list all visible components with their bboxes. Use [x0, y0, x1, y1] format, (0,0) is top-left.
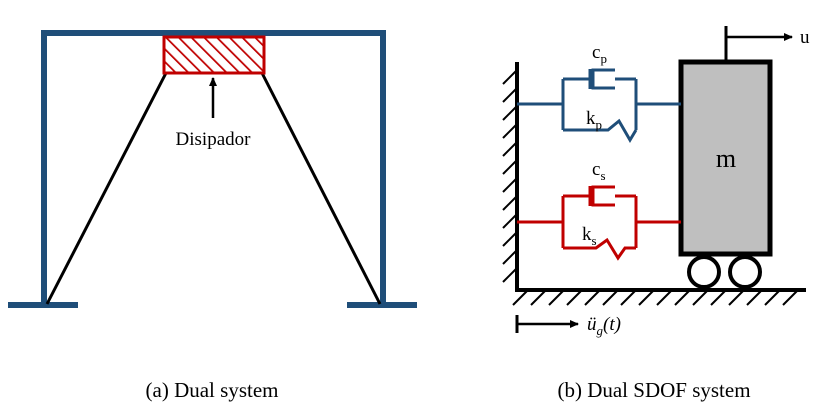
secondary-branch	[517, 185, 681, 261]
left-brace	[45, 72, 168, 305]
frame-portal	[41, 30, 386, 305]
dissipator-block	[162, 35, 266, 75]
right-wheel	[728, 255, 762, 289]
primary-branch	[517, 68, 681, 143]
ground-accel-label: üg(t)	[587, 314, 621, 338]
secondary-spring-label: ks	[582, 224, 597, 248]
right-brace	[260, 72, 382, 305]
primary-spring-label: kp	[586, 108, 602, 132]
displacement-label: u	[800, 27, 810, 48]
secondary-damper-label: cs	[592, 159, 606, 183]
primary-damper-label: cp	[592, 42, 607, 66]
mass-label: m	[716, 144, 736, 173]
dissipator-label: Disipador	[176, 129, 252, 150]
fixed-wall	[502, 62, 519, 292]
panel-b-caption: (b) Dual SDOF system	[557, 378, 750, 402]
ground	[512, 288, 806, 306]
panel-b-dual-sdof: m u cp kp	[502, 26, 810, 402]
panel-a-caption: (a) Dual system	[146, 378, 279, 402]
left-wheel	[687, 255, 721, 289]
panel-a-dual-system: Disipador (a) Dual system	[8, 30, 417, 402]
